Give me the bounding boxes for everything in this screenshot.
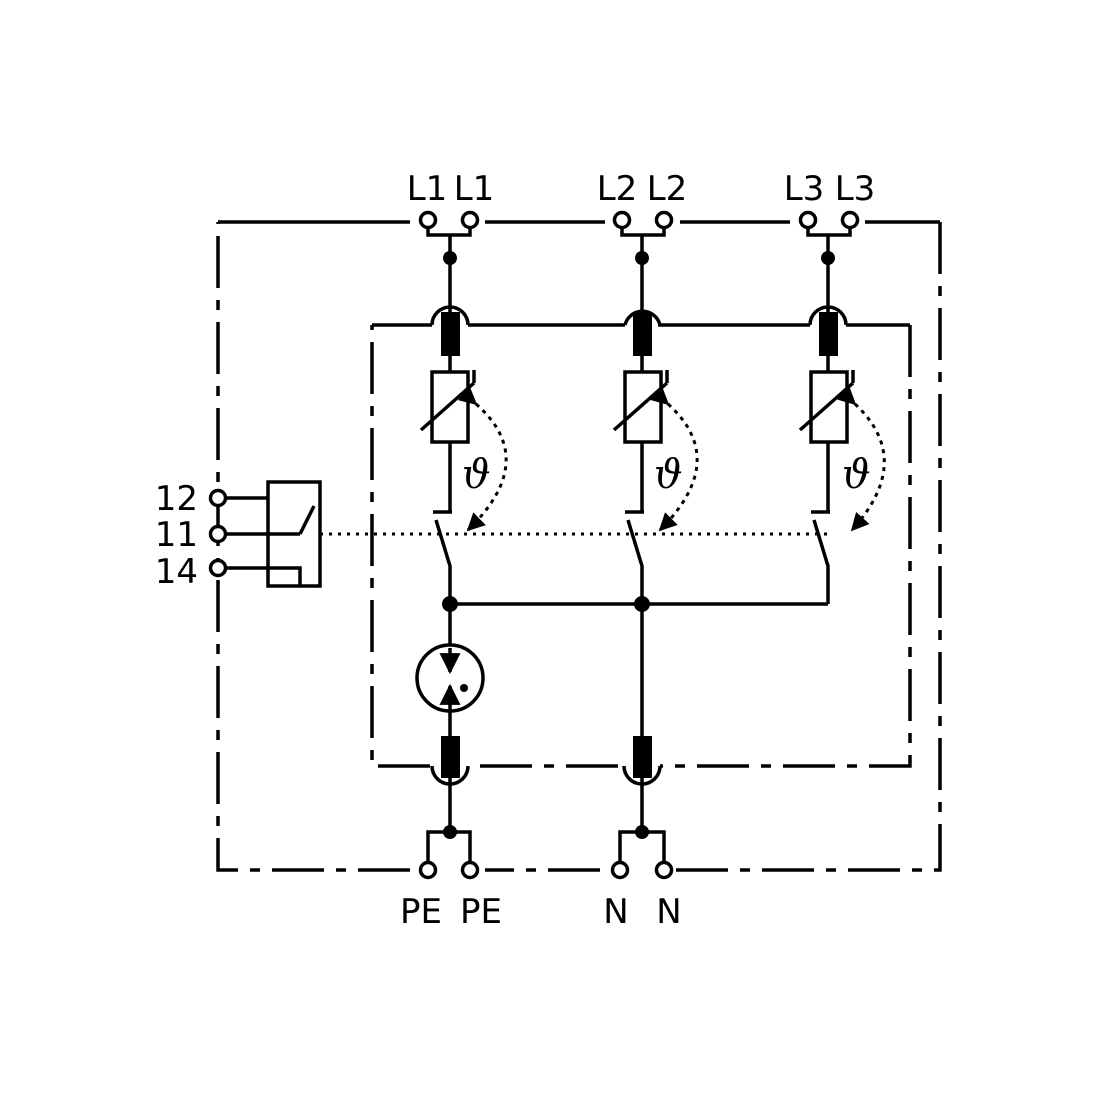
label-n-b: N bbox=[656, 892, 681, 932]
label-pe-a: PE bbox=[400, 892, 442, 932]
phase-branch-l1: ϑ bbox=[419, 222, 508, 604]
remote-contact bbox=[218, 480, 828, 588]
varistor-icon bbox=[623, 370, 663, 444]
terminal-n-a bbox=[610, 860, 630, 880]
label-14: 14 bbox=[155, 552, 198, 592]
pe-branch bbox=[415, 604, 485, 870]
terminal-l3b bbox=[840, 210, 860, 230]
fuse-icon bbox=[633, 312, 652, 356]
label-11: 11 bbox=[155, 515, 198, 555]
terminal-11 bbox=[208, 524, 228, 544]
label-l3a: L3 bbox=[784, 169, 825, 209]
fuse-icon bbox=[819, 312, 838, 356]
label-l2a: L2 bbox=[597, 169, 638, 209]
terminal-l2a bbox=[612, 210, 632, 230]
label-l1b: L1 bbox=[454, 169, 495, 209]
varistor-icon bbox=[809, 370, 849, 444]
label-pe-b: PE bbox=[460, 892, 502, 932]
label-n-a: N bbox=[603, 892, 628, 932]
terminal-n-b bbox=[654, 860, 674, 880]
thermal-symbol: ϑ bbox=[462, 452, 491, 498]
fuse-icon bbox=[441, 312, 460, 356]
bottom-terminals bbox=[418, 860, 674, 880]
phase-branch-l2: ϑ bbox=[612, 222, 699, 604]
terminal-14 bbox=[208, 558, 228, 578]
label-l2b: L2 bbox=[647, 169, 688, 209]
fuse-icon bbox=[441, 736, 460, 778]
inner-module bbox=[370, 323, 912, 768]
terminal-12 bbox=[208, 488, 228, 508]
terminal-l2b bbox=[654, 210, 674, 230]
thermal-symbol: ϑ bbox=[842, 452, 871, 498]
terminal-l3a bbox=[798, 210, 818, 230]
label-12: 12 bbox=[155, 479, 198, 519]
contact-terminals bbox=[208, 488, 228, 578]
terminal-labels: L1 L1 L2 L2 L3 L3 PE PE N N 12 11 14 bbox=[155, 169, 876, 932]
common-bus bbox=[442, 596, 828, 612]
top-terminals bbox=[418, 210, 860, 230]
outer-housing bbox=[216, 220, 942, 872]
varistor-icon bbox=[430, 370, 470, 444]
label-l1a: L1 bbox=[407, 169, 448, 209]
terminal-l1b bbox=[460, 210, 480, 230]
thermal-symbol: ϑ bbox=[654, 452, 683, 498]
label-l3b: L3 bbox=[835, 169, 876, 209]
terminal-pe-b bbox=[460, 860, 480, 880]
terminal-l1a bbox=[418, 210, 438, 230]
phase-branch-l3: ϑ bbox=[798, 222, 886, 604]
terminal-pe-a bbox=[418, 860, 438, 880]
fuse-icon bbox=[633, 736, 652, 778]
n-branch bbox=[618, 604, 666, 870]
